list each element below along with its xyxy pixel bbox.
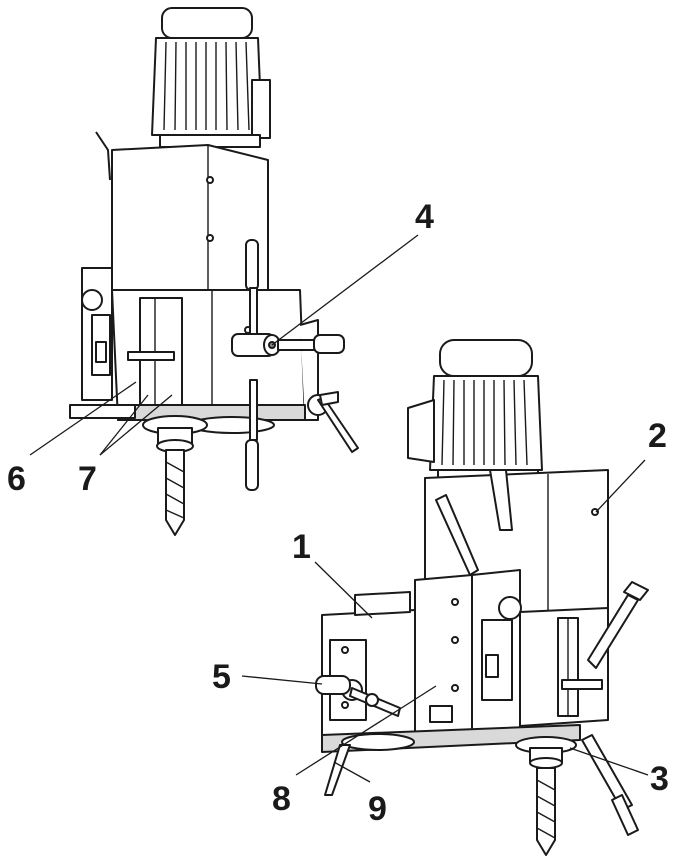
leader-8 [295, 685, 437, 776]
callout-1: 1 [292, 528, 311, 566]
left-upper-housing [95, 131, 269, 291]
leader-3 [569, 747, 649, 776]
right-feed-handle [581, 581, 649, 836]
leader-7b [99, 394, 173, 456]
callout-4: 4 [415, 198, 434, 236]
left-motor [151, 7, 271, 148]
leader-9 [333, 761, 371, 783]
callout-6: 6 [7, 460, 26, 498]
leader-4 [271, 234, 419, 346]
leader-1 [314, 561, 373, 619]
right-chuck-drill [515, 736, 577, 856]
left-side-crank [307, 391, 359, 453]
callout-3: 3 [650, 760, 669, 798]
callout-8: 8 [272, 780, 291, 818]
right-crank [315, 675, 401, 717]
right-drill-unit [315, 339, 649, 856]
leader-lines [29, 234, 649, 783]
right-motor [407, 339, 543, 481]
right-side-lever [324, 744, 351, 796]
left-drill-unit [69, 7, 359, 536]
callout-7: 7 [78, 460, 97, 498]
right-gearbox [321, 569, 609, 753]
leader-7a [99, 394, 149, 456]
callout-numbers: 1 2 3 4 5 6 7 8 9 [7, 198, 669, 828]
left-feed-handle [231, 239, 345, 491]
leader-5 [241, 675, 323, 685]
left-chuck-drill [142, 415, 208, 536]
leader-6 [29, 381, 137, 456]
leader-2 [595, 459, 646, 513]
callout-2: 2 [648, 417, 667, 455]
callout-5: 5 [212, 658, 231, 696]
left-side-lever [69, 404, 136, 419]
callout-9: 9 [368, 790, 387, 828]
